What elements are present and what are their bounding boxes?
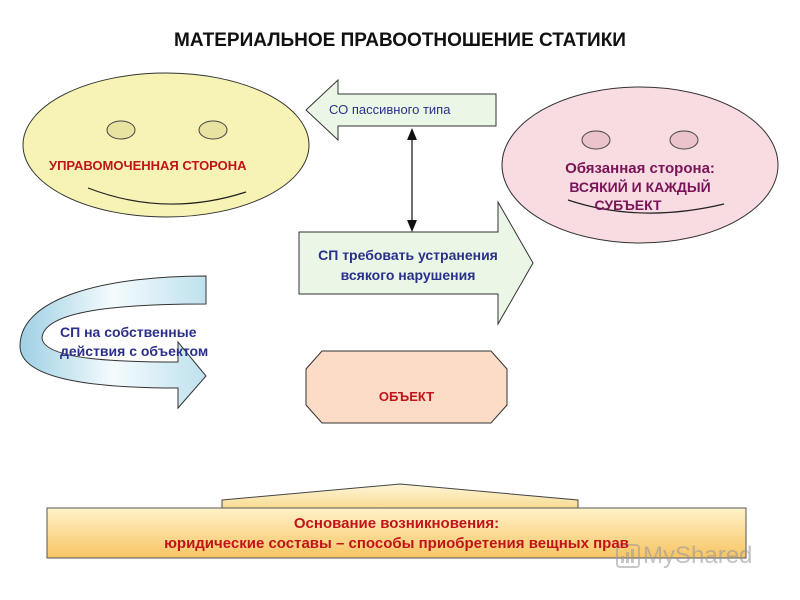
- obliged-party-line2: ВСЯКИЙ И КАЖДЫЙ: [569, 179, 711, 195]
- own-actions-text: СП на собственные действия с объектом: [60, 323, 208, 361]
- claim-right-text: СП требовать устранения всякого нарушени…: [299, 245, 517, 285]
- left-face-ellipse: [22, 72, 310, 218]
- claim-right-line1: СП требовать устранения: [318, 247, 498, 263]
- claim-right-line2: всякого нарушения: [340, 267, 476, 283]
- own-actions-line2: действия с объектом: [60, 343, 209, 359]
- watermark-text: MyShared: [643, 542, 753, 569]
- own-actions-line1: СП на собственные: [60, 324, 197, 340]
- object-octagon: [305, 350, 508, 424]
- own-actions-curved-arrow: [19, 275, 207, 410]
- basis-box: [46, 507, 747, 559]
- basis-line1: Основание возникновения:: [293, 515, 500, 532]
- left-face-right-eye: [198, 120, 228, 140]
- obliged-party-line1: Обязанная сторона:: [565, 160, 715, 177]
- right-face-right-eye: [669, 130, 699, 150]
- entitled-party-face: [22, 72, 310, 218]
- watermark-logo: [616, 544, 640, 568]
- object-label: ОБЪЕКТ: [378, 389, 435, 404]
- obliged-party-face: [501, 86, 779, 244]
- page-title: МАТЕРИАЛЬНОЕ ПРАВООТНОШЕНИЕ СТАТИКИ: [174, 30, 626, 51]
- entitled-party-label: УПРАВОМОЧЕННАЯ СТОРОНА: [49, 158, 247, 173]
- obliged-party-text: Обязанная сторона: ВСЯКИЙ И КАЖДЫЙ СУБЪЕ…: [540, 160, 740, 214]
- basis-text: Основание возникновения: юридические сос…: [47, 514, 746, 554]
- basis-up-arrow: [221, 483, 579, 511]
- obliged-party-line3: СУБЪЕКТ: [594, 197, 662, 213]
- left-face-left-eye: [106, 120, 136, 140]
- right-face-left-eye: [581, 130, 611, 150]
- passive-right-label: СО пассивного типа: [329, 102, 451, 117]
- left-face-smile: [87, 187, 247, 205]
- claim-right-arrow: [298, 200, 534, 326]
- double-vertical-arrow: [407, 128, 417, 232]
- passive-right-arrow: [305, 78, 497, 142]
- basis-line2: юридические составы – способы приобретен…: [164, 535, 629, 552]
- right-face-smile: [567, 199, 725, 214]
- right-face-ellipse: [501, 86, 779, 244]
